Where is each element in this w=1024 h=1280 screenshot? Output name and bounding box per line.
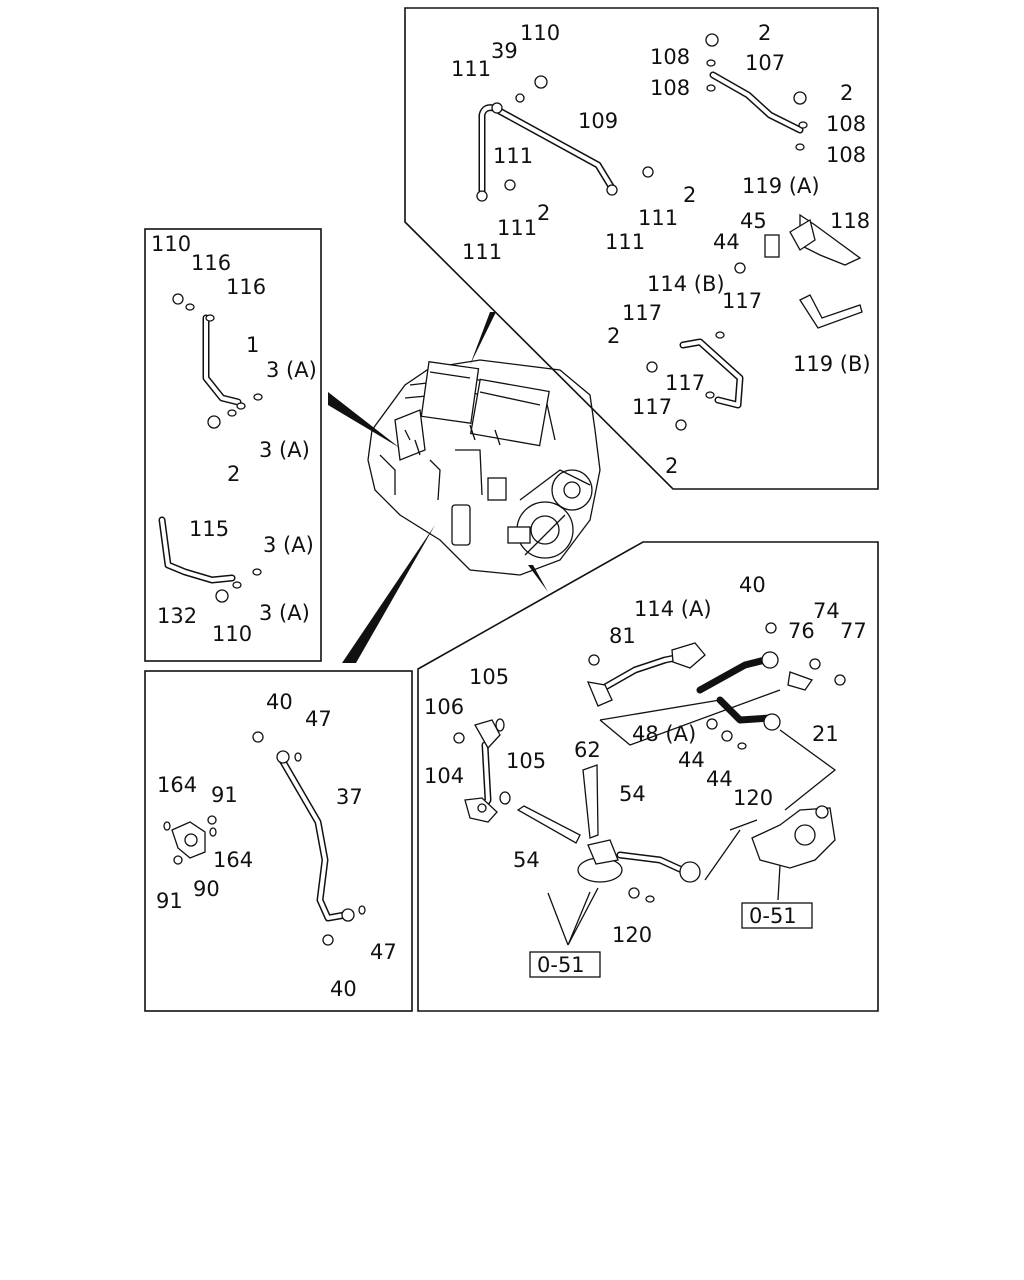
label-40: 40 bbox=[266, 690, 293, 714]
label-47: 47 bbox=[370, 940, 397, 964]
label-118: 118 bbox=[830, 209, 870, 233]
label-109: 109 bbox=[578, 109, 618, 133]
label-1: 1 bbox=[246, 333, 259, 357]
label-119b: 119 (B) bbox=[793, 352, 871, 376]
panel-bottom-right bbox=[417, 541, 879, 1012]
label-114a: 114 (A) bbox=[634, 597, 712, 621]
label-111: 111 bbox=[462, 240, 502, 264]
label-40: 40 bbox=[739, 573, 766, 597]
engine-illustration bbox=[328, 312, 601, 663]
label-111: 111 bbox=[638, 206, 678, 230]
label-74: 74 bbox=[813, 599, 840, 623]
label-91: 91 bbox=[156, 889, 183, 913]
label-110: 110 bbox=[520, 21, 560, 45]
label-62: 62 bbox=[574, 738, 601, 762]
label-117: 117 bbox=[632, 395, 672, 419]
label-37: 37 bbox=[336, 785, 363, 809]
label-132: 132 bbox=[157, 604, 197, 628]
label-108: 108 bbox=[650, 45, 690, 69]
label-2: 2 bbox=[758, 21, 771, 45]
label-111: 111 bbox=[493, 144, 533, 168]
label-119a: 119 (A) bbox=[742, 174, 820, 198]
reference-label: 0-51 bbox=[537, 953, 585, 977]
callout-labels: 110 39 111 109 111 2 111 111 2 111 111 2… bbox=[151, 21, 871, 1001]
label-3a: 3 (A) bbox=[259, 438, 310, 462]
label-104: 104 bbox=[424, 764, 464, 788]
label-81: 81 bbox=[609, 624, 636, 648]
label-2: 2 bbox=[840, 81, 853, 105]
label-48a: 48 (A) bbox=[632, 722, 696, 746]
label-90: 90 bbox=[193, 877, 220, 901]
label-44: 44 bbox=[706, 767, 733, 791]
label-110: 110 bbox=[212, 622, 252, 646]
label-91: 91 bbox=[211, 783, 238, 807]
label-3a: 3 (A) bbox=[266, 358, 317, 382]
label-40: 40 bbox=[330, 977, 357, 1001]
label-21: 21 bbox=[812, 722, 839, 746]
label-2: 2 bbox=[537, 201, 550, 225]
label-116: 116 bbox=[226, 275, 266, 299]
label-108: 108 bbox=[650, 76, 690, 100]
label-45: 45 bbox=[740, 209, 767, 233]
label-2: 2 bbox=[665, 454, 678, 478]
label-54: 54 bbox=[619, 782, 646, 806]
label-117: 117 bbox=[665, 371, 705, 395]
label-44: 44 bbox=[713, 230, 740, 254]
label-44: 44 bbox=[678, 748, 705, 772]
label-77: 77 bbox=[840, 619, 867, 643]
label-39: 39 bbox=[491, 39, 518, 63]
panel-left bbox=[144, 228, 322, 662]
label-116: 116 bbox=[191, 251, 231, 275]
label-117: 117 bbox=[622, 301, 662, 325]
label-111: 111 bbox=[451, 57, 491, 81]
reference-label: 0-51 bbox=[749, 904, 797, 928]
label-120: 120 bbox=[733, 786, 773, 810]
reference-box-0-51-right: 0-51 bbox=[741, 902, 813, 929]
label-3a: 3 (A) bbox=[259, 601, 310, 625]
label-114b: 114 (B) bbox=[647, 272, 725, 296]
label-105: 105 bbox=[506, 749, 546, 773]
label-2: 2 bbox=[227, 462, 240, 486]
label-108: 108 bbox=[826, 143, 866, 167]
label-2: 2 bbox=[683, 183, 696, 207]
label-2: 2 bbox=[607, 324, 620, 348]
label-47: 47 bbox=[305, 707, 332, 731]
reference-box-0-51-bottom: 0-51 bbox=[529, 951, 601, 978]
label-107: 107 bbox=[745, 51, 785, 75]
panel-bottom-left bbox=[144, 670, 413, 1012]
label-111: 111 bbox=[605, 230, 645, 254]
label-115: 115 bbox=[189, 517, 229, 541]
label-108: 108 bbox=[826, 112, 866, 136]
label-111: 111 bbox=[497, 216, 537, 240]
label-117: 117 bbox=[722, 289, 762, 313]
label-164: 164 bbox=[213, 848, 253, 872]
panel-top-right bbox=[404, 7, 879, 490]
label-164: 164 bbox=[157, 773, 197, 797]
label-54: 54 bbox=[513, 848, 540, 872]
label-110: 110 bbox=[151, 232, 191, 256]
label-3a: 3 (A) bbox=[263, 533, 314, 557]
label-106: 106 bbox=[424, 695, 464, 719]
label-76: 76 bbox=[788, 619, 815, 643]
label-120: 120 bbox=[612, 923, 652, 947]
label-105: 105 bbox=[469, 665, 509, 689]
